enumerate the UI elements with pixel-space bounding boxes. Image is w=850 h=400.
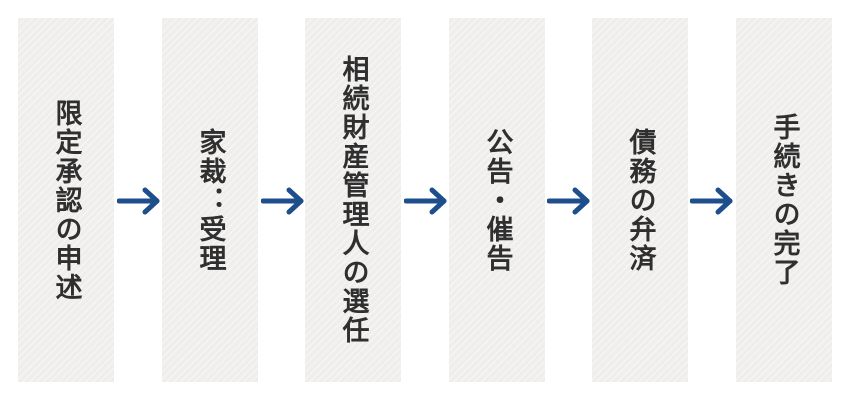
step-label-4: 公告・催告 [481,127,513,273]
step-box-3: 相続財産管理人の選任 [305,18,401,382]
step-box-5: 債務の弁済 [592,18,688,382]
step-label-1: 限定承認の申述 [50,98,82,302]
step-label-2: 家裁：受理 [194,127,226,273]
step-box-1: 限定承認の申述 [18,18,114,382]
arrow-right-icon [404,186,450,216]
step-label-5: 債務の弁済 [624,127,656,273]
step-box-4: 公告・催告 [449,18,545,382]
step-label-3: 相続財産管理人の選任 [337,55,369,345]
step-label-6: 手続きの完了 [768,113,800,287]
step-box-6: 手続きの完了 [736,18,832,382]
step-box-2: 家裁：受理 [162,18,258,382]
arrow-right-icon [690,186,736,216]
arrow-right-icon [117,186,163,216]
arrow-right-icon [547,186,593,216]
arrow-right-icon [261,186,307,216]
